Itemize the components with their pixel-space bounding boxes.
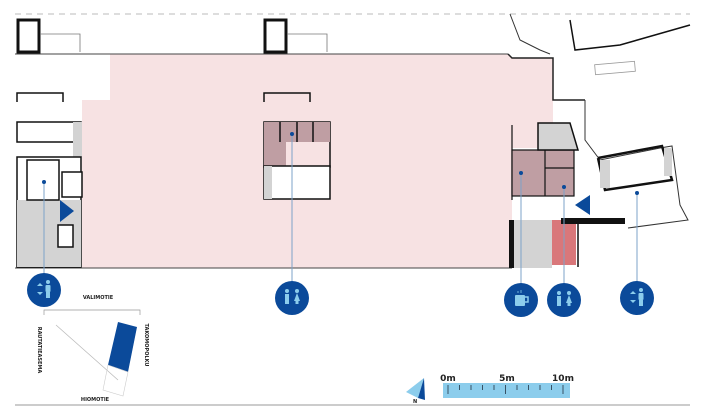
marker-elevator-right[interactable] xyxy=(620,281,654,315)
svg-text:N: N xyxy=(413,399,417,405)
entrance-arrow-east xyxy=(575,195,590,215)
street-label-right: TAKOMOPOLKU xyxy=(143,324,149,367)
entrance-arrow-west xyxy=(60,200,74,222)
street-label-top: VALIMOTIE xyxy=(83,295,114,301)
toilet-icon xyxy=(285,289,300,304)
stair-core-left xyxy=(16,18,41,54)
elevator-person-icon xyxy=(630,288,644,306)
north-arrow-icon: N xyxy=(406,378,425,405)
marker-cafe[interactable] xyxy=(504,283,538,317)
marker-toilets-center[interactable] xyxy=(275,281,309,315)
key-map: VALIMOTIE RAUTATIEASEMA TAKOMOPOLKU HIOM… xyxy=(36,295,149,403)
scale-label-0: 0m xyxy=(440,374,456,384)
left-elevator[interactable] xyxy=(26,159,60,201)
street-label-left: RAUTATIEASEMA xyxy=(36,327,42,374)
toilet-icon xyxy=(557,291,572,306)
scale-label-5: 5m xyxy=(499,374,515,384)
key-map-building-highlight xyxy=(108,322,137,372)
left-toilets-block xyxy=(16,121,82,143)
stair-core-center xyxy=(263,18,288,54)
scale-label-10: 10m xyxy=(552,374,574,384)
wall-right xyxy=(507,53,585,101)
center-elevators[interactable] xyxy=(263,165,331,200)
street-label-bottom: HIOMOTIE xyxy=(81,397,110,403)
marker-elevator-left[interactable] xyxy=(27,273,61,307)
coffee-cup-icon xyxy=(515,290,529,306)
marker-toilets-right[interactable] xyxy=(547,283,581,317)
marker-leaders xyxy=(42,132,639,284)
elevator-person-icon xyxy=(37,280,51,298)
scale-bar: 0m 5m 10m xyxy=(440,374,574,398)
